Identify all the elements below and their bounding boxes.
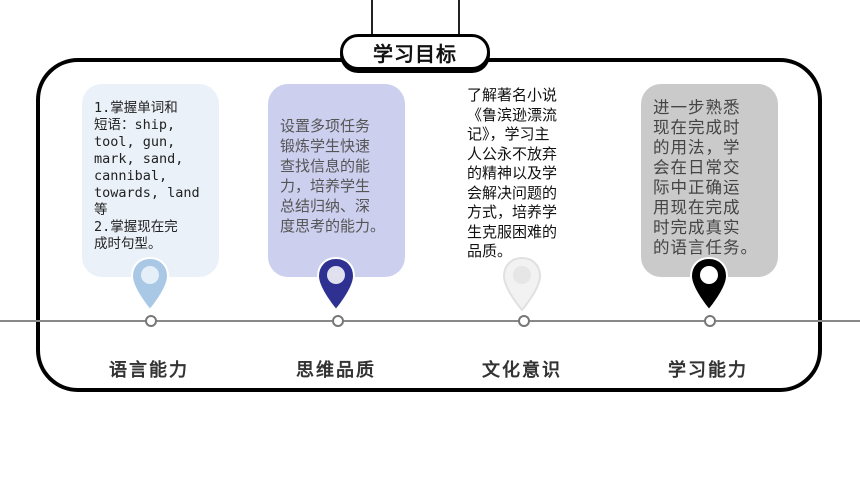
card-line: 《鲁滨逊漂流 bbox=[467, 105, 558, 124]
card-line: 时完成真实 bbox=[653, 218, 741, 237]
timeline-dot-2 bbox=[332, 315, 344, 327]
location-pin-icon bbox=[689, 256, 729, 312]
card-line: 的精神以及学 bbox=[467, 164, 558, 182]
card-line: 成时句型。 bbox=[94, 236, 162, 252]
hanging-string-right bbox=[458, 0, 460, 36]
timeline-axis bbox=[0, 320, 860, 322]
card-line: mark, sand, bbox=[94, 151, 184, 167]
timeline-dot-4 bbox=[704, 315, 716, 327]
location-pin-icon bbox=[502, 256, 542, 312]
card-line: 的语言任务。 bbox=[653, 238, 758, 257]
card-line: 方式，培养学 bbox=[467, 203, 558, 221]
card-line: cannibal, bbox=[94, 168, 168, 184]
card-line: 生克服困难的 bbox=[467, 222, 558, 241]
card-line: 人公永不放弃 bbox=[467, 144, 558, 163]
card-line: 2.掌握现在完 bbox=[94, 219, 178, 235]
card-line: towards, land bbox=[94, 185, 200, 201]
card-line: 现在完成时 bbox=[653, 118, 741, 137]
card-line: 力，培养学生 bbox=[280, 177, 371, 195]
card-line: 会在日常交 bbox=[653, 158, 741, 177]
card-line: 品质。 bbox=[467, 242, 513, 260]
card-language-ability: 1.掌握单词和 短语：ship, tool, gun, mark, sand, … bbox=[82, 84, 219, 277]
category-label-culture: 文化意识 bbox=[482, 360, 562, 381]
card-line: 会解决问题的 bbox=[467, 183, 558, 202]
card-thinking-quality: 设置多项任务 锻炼学生快速 查找信息的能 力，培养学生 总结归纳、深 度思考的能… bbox=[268, 84, 405, 277]
card-line: 锻炼学生快速 bbox=[280, 137, 371, 155]
card-line: 进一步熟悉 bbox=[653, 98, 741, 117]
card-line: 了解著名小说 bbox=[467, 86, 558, 104]
hanging-string-left bbox=[371, 0, 373, 36]
card-line: 用现在完成 bbox=[653, 198, 741, 217]
card-line: 际中正确运 bbox=[653, 178, 741, 197]
category-label-learning: 学习能力 bbox=[668, 360, 748, 381]
card-line: 的用法，学 bbox=[653, 138, 741, 157]
card-line: 查找信息的能 bbox=[280, 157, 371, 175]
card-line: 总结归纳、深 bbox=[280, 197, 371, 215]
card-line: 短语：ship, bbox=[94, 117, 176, 133]
page-title: 学习目标 bbox=[373, 41, 457, 66]
card-cultural-awareness: 了解著名小说 《鲁滨逊漂流 记》，学习主 人公永不放弃 的精神以及学 会解决问题… bbox=[455, 86, 592, 279]
card-line: 度思考的能力。 bbox=[280, 217, 386, 235]
card-line: 1.掌握单词和 bbox=[94, 100, 178, 116]
card-learning-ability: 进一步熟悉 现在完成时 的用法，学 会在日常交 际中正确运 用现在完成 时完成真… bbox=[641, 84, 778, 277]
location-pin-icon bbox=[130, 256, 170, 312]
category-label-thinking: 思维品质 bbox=[296, 360, 376, 381]
card-line: 设置多项任务 bbox=[280, 117, 371, 135]
title-badge: 学习目标 bbox=[340, 34, 490, 70]
card-line: 等 bbox=[94, 202, 108, 218]
card-line: 记》，学习主 bbox=[467, 125, 550, 143]
timeline-dot-1 bbox=[145, 315, 157, 327]
location-pin-icon bbox=[316, 256, 356, 312]
category-label-language: 语言能力 bbox=[109, 360, 189, 381]
timeline-dot-3 bbox=[518, 315, 530, 327]
card-line: tool, gun, bbox=[94, 134, 176, 150]
